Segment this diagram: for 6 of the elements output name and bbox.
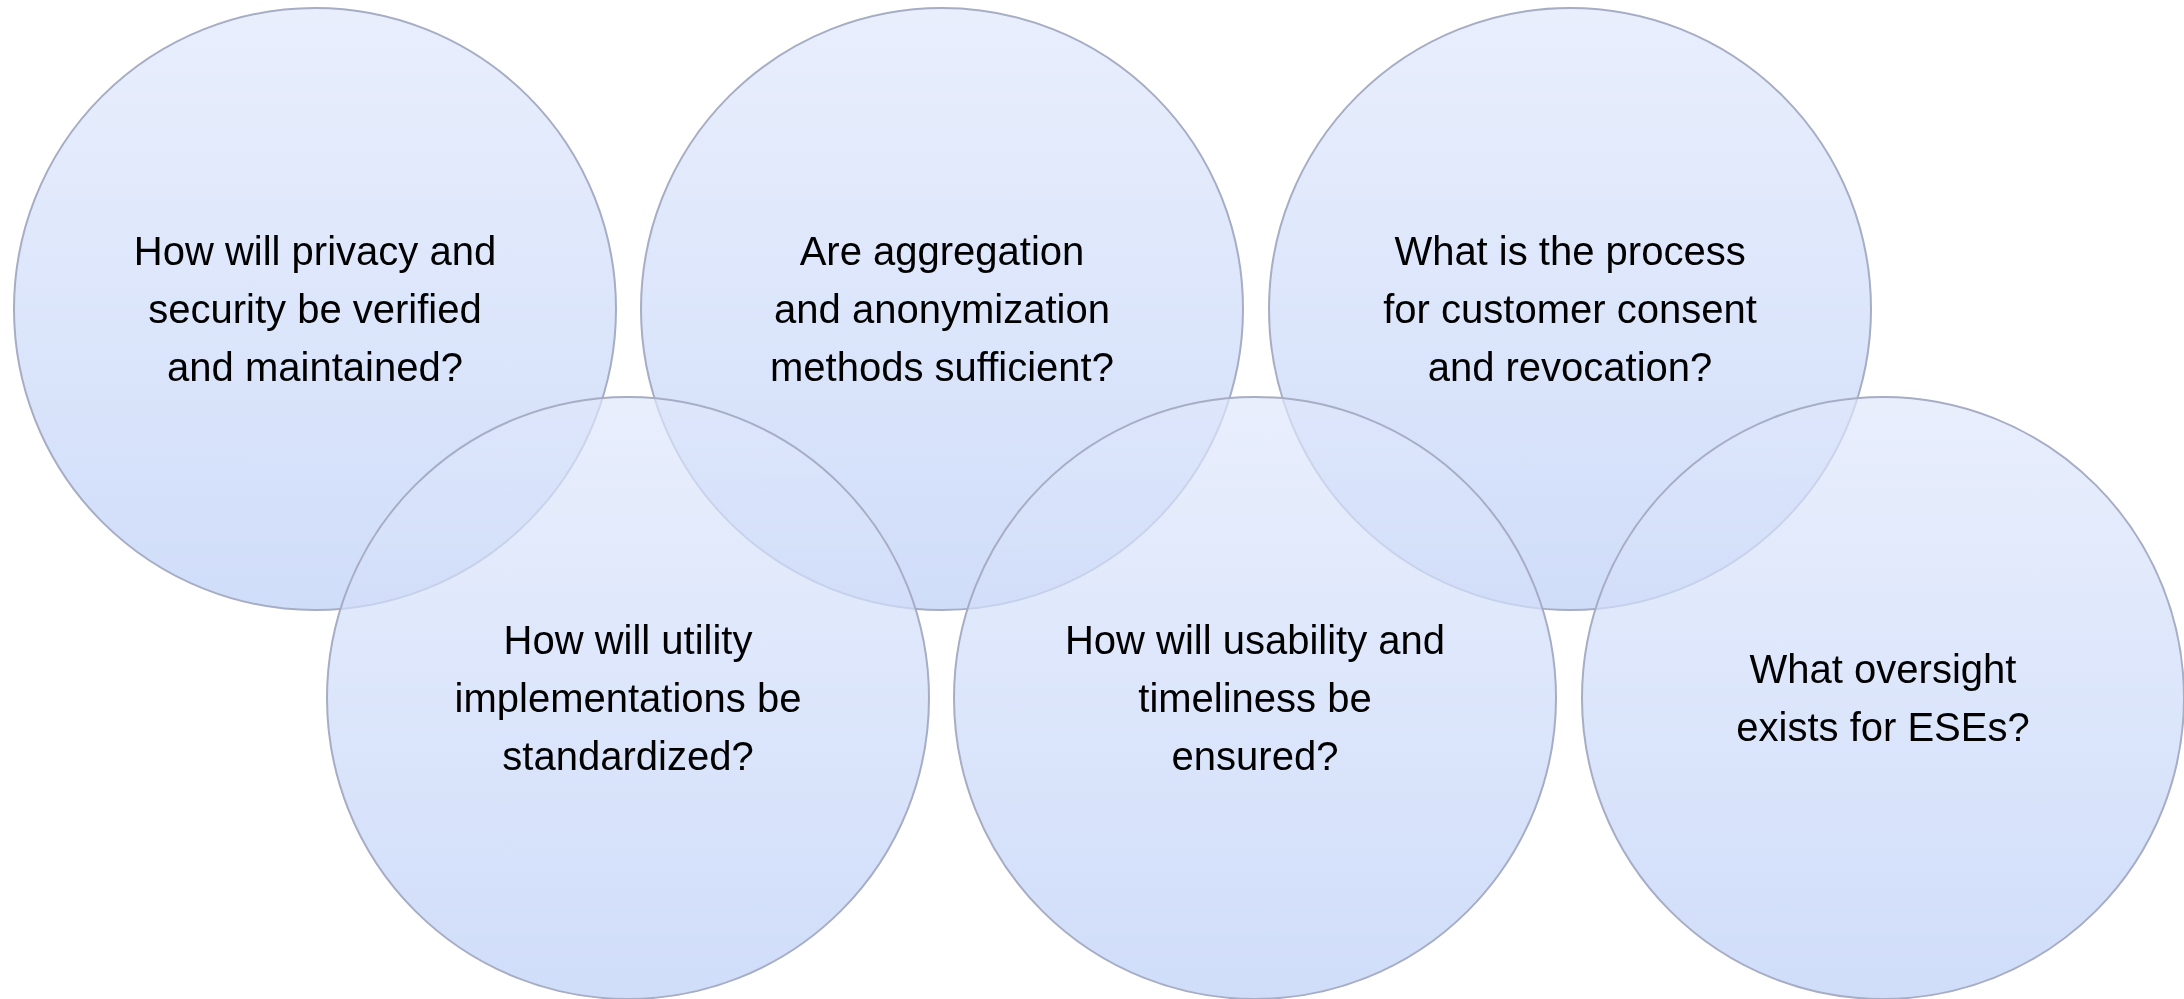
question-text: What is the process for customer consent and revocation?: [1382, 228, 1758, 391]
question-text: How will utility implementations be standardized?: [453, 617, 803, 780]
question-text: What oversight exists for ESEs?: [1735, 646, 2031, 751]
question-text: Are aggregation and anonymization methods sufficient?: [769, 228, 1115, 391]
question-text: How will privacy and security be verified and maintained?: [132, 228, 498, 391]
question-text: How will usability and timeliness be ensured?: [1063, 617, 1447, 780]
